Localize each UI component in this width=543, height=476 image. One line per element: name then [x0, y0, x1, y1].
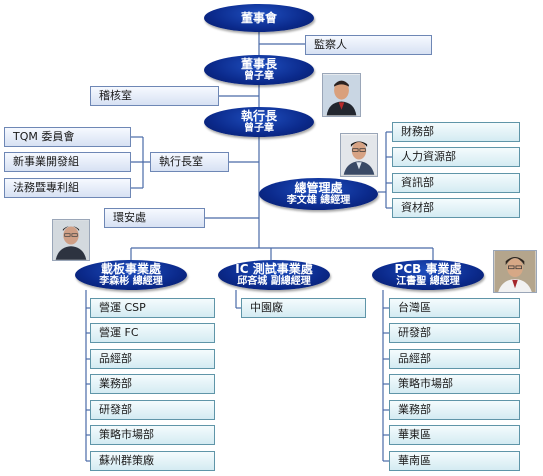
division-unit: 品經部: [389, 349, 520, 369]
division-unit-label: 華東區: [398, 428, 431, 441]
division-substrate-node: 載板事業處 李森彬 總經理: [75, 260, 187, 290]
division-unit: 華東區: [389, 425, 520, 445]
division-unit-label: 華南區: [398, 454, 431, 467]
division-unit: 策略市場部: [90, 425, 215, 445]
division-unit-label: 台灣區: [398, 301, 431, 314]
admin-unit-label: 人力資源部: [401, 150, 456, 163]
chairman-node: 董事長 曾子章: [204, 55, 314, 85]
general-mgmt-node: 總管理處 李文雄 總經理: [259, 178, 378, 210]
ceo-name: 曾子章: [244, 122, 274, 134]
audit-label: 稽核室: [99, 89, 132, 102]
division-unit-label: 蘇州群策廠: [99, 454, 154, 467]
division-unit: 業務部: [90, 374, 215, 394]
portrait-photo-icon: [322, 73, 361, 117]
committee-tqm: TQM 委員會: [4, 127, 131, 147]
division-unit-label: 策略市場部: [99, 428, 154, 441]
general-mgmt-title: 總管理處: [294, 180, 343, 195]
supervisor-label: 監察人: [314, 38, 347, 51]
audit-box: 稽核室: [90, 86, 219, 106]
supervisor-box: 監察人: [305, 35, 432, 55]
portrait-photo-icon: [340, 133, 378, 177]
division-unit: 品經部: [90, 349, 215, 369]
portrait-photo-icon: [493, 250, 537, 293]
env-safety-box: 環安處: [104, 208, 205, 228]
portrait-photo-icon: [52, 219, 90, 261]
division-ic-test-node: IC 測試事業處 邱吝城 副總經理: [218, 260, 330, 290]
division-unit-label: 業務部: [398, 403, 431, 416]
division-head: 李森彬 總經理: [99, 275, 163, 287]
division-head: 江書聖 總經理: [396, 275, 460, 287]
ceo-office-box: 執行長室: [150, 152, 229, 172]
division-unit: 蘇州群策廠: [90, 451, 215, 471]
admin-unit-materials: 資材部: [392, 198, 520, 218]
division-unit: 研發部: [90, 400, 215, 420]
division-unit: 策略市場部: [389, 374, 520, 394]
ceo-node: 執行長 曾子章: [204, 107, 314, 137]
division-unit-label: 業務部: [99, 377, 132, 390]
division-unit: 中園廠: [241, 298, 366, 318]
chairman-title: 董事長: [240, 56, 277, 71]
admin-unit-label: 資訊部: [401, 176, 434, 189]
committee-legal: 法務暨專利組: [4, 178, 131, 198]
division-unit: 營運 FC: [90, 323, 215, 343]
ceo-office-label: 執行長室: [159, 155, 203, 168]
division-unit-label: 研發部: [398, 326, 431, 339]
division-unit-label: 品經部: [398, 352, 431, 365]
admin-unit-label: 財務部: [401, 125, 434, 138]
division-unit: 業務部: [389, 400, 520, 420]
committee-label: TQM 委員會: [13, 130, 75, 143]
division-unit: 台灣區: [389, 298, 520, 318]
admin-unit-finance: 財務部: [392, 122, 520, 142]
committee-new-business: 新事業開發組: [4, 152, 131, 172]
division-title: IC 測試事業處: [235, 261, 313, 276]
general-mgmt-name: 李文雄 總經理: [286, 194, 351, 206]
ceo-title: 執行長: [240, 108, 277, 123]
admin-unit-label: 資材部: [401, 201, 434, 214]
division-unit: 研發部: [389, 323, 520, 343]
division-pcb-node: PCB 事業處 江書聖 總經理: [372, 260, 484, 290]
admin-unit-hr: 人力資源部: [392, 147, 520, 167]
admin-unit-it: 資訊部: [392, 173, 520, 193]
committee-label: 法務暨專利組: [13, 181, 79, 194]
board-title: 董事會: [240, 10, 277, 25]
division-unit: 營運 CSP: [90, 298, 215, 318]
division-unit-label: 營運 FC: [99, 326, 139, 339]
committee-label: 新事業開發組: [13, 155, 79, 168]
chairman-name: 曾子章: [244, 70, 274, 82]
division-unit-label: 研發部: [99, 403, 132, 416]
division-unit-label: 中園廠: [250, 301, 283, 314]
division-unit: 華南區: [389, 451, 520, 471]
division-title: 載板事業處: [100, 261, 161, 276]
division-unit-label: 營運 CSP: [99, 301, 146, 314]
division-head: 邱吝城 副總經理: [237, 275, 311, 287]
division-unit-label: 策略市場部: [398, 377, 453, 390]
env-safety-label: 環安處: [113, 211, 146, 224]
division-unit-label: 品經部: [99, 352, 132, 365]
division-title: PCB 事業處: [394, 261, 462, 276]
board-node: 董事會: [204, 4, 314, 32]
